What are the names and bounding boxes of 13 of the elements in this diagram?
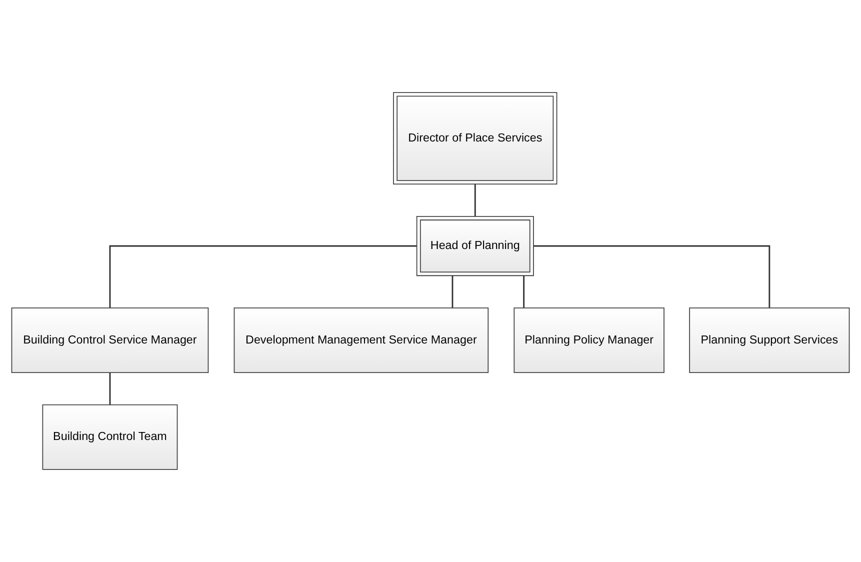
connector: [109, 372, 111, 404]
node-box: Director of Place Services: [393, 92, 558, 185]
node-box: Building Control Team: [42, 404, 178, 470]
node-box: Development Management Service Manager: [234, 307, 489, 373]
connector: [109, 245, 416, 308]
connector: [534, 245, 770, 308]
node-box: Planning Support Services: [689, 307, 850, 373]
node-box: Planning Policy Manager: [514, 307, 664, 373]
connector: [452, 276, 454, 308]
node-box: Building Control Service Manager: [11, 307, 209, 373]
connector: [474, 184, 476, 216]
node-box: Head of Planning: [416, 216, 534, 276]
connector: [523, 276, 525, 308]
